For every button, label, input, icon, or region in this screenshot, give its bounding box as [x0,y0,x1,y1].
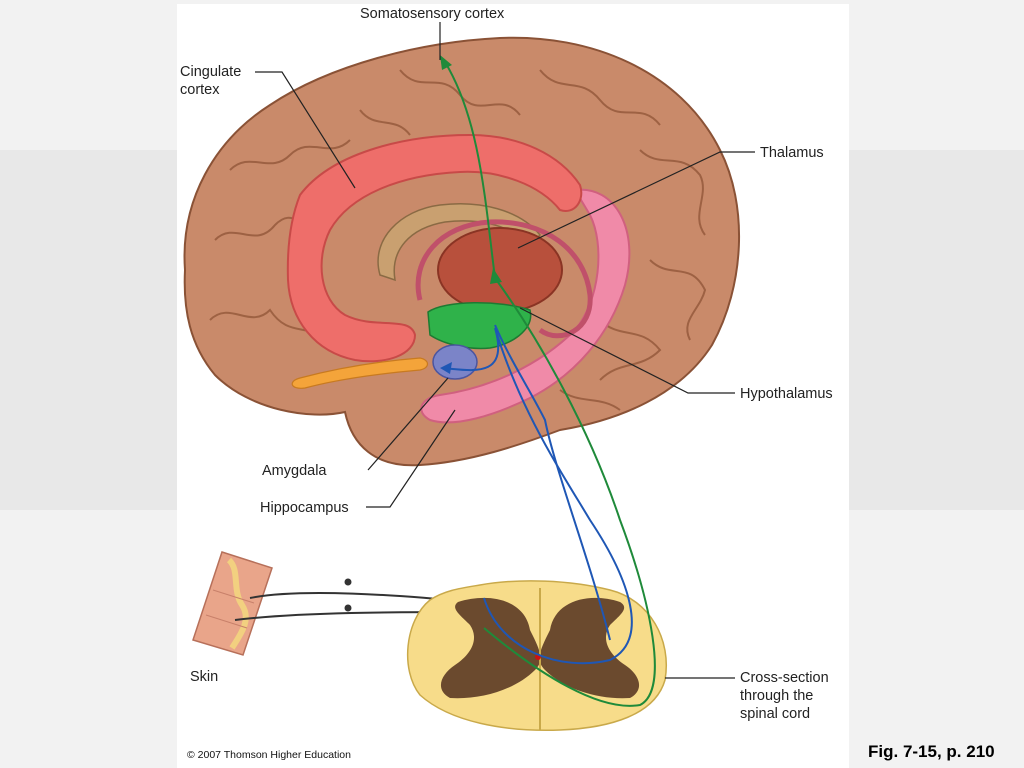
label-cingulate-cortex-line2: cortex [180,82,220,98]
copyright-notice: © 2007 Thomson Higher Education [187,749,351,761]
label-thalamus: Thalamus [760,145,824,161]
green-pathway [444,61,656,707]
spinal-cord-cross-section [407,580,667,731]
label-spinal-cord-line1: Cross-section [740,670,829,686]
blue-pathway [441,327,633,665]
olfactory-bulb-shape [291,357,429,389]
label-spinal-cord-line3: spinal cord [740,706,810,722]
label-amygdala: Amygdala [262,463,327,479]
label-skin: Skin [190,669,218,685]
label-somatosensory-cortex: Somatosensory cortex [360,6,505,22]
green-pathway-arrow [440,55,452,70]
fornix-arc [415,219,593,339]
skin-illustration [192,551,273,656]
label-cingulate-cortex-line1: Cingulate [180,64,241,80]
amygdala-shape [432,344,478,380]
leader-lines [255,22,755,679]
label-hippocampus: Hippocampus [260,500,349,516]
label-spinal-cord-line2: through the [740,688,813,704]
blue-pathway-branch [494,324,611,641]
cingulate-cortex-shape [286,133,583,363]
blue-pathway-arrow [440,362,452,374]
thalamus-shape [437,227,563,313]
green-pathway-arrow-2 [490,268,502,284]
figure-reference: Fig. 7-15, p. 210 [868,742,995,761]
label-hypothalamus: Hypothalamus [740,386,833,402]
